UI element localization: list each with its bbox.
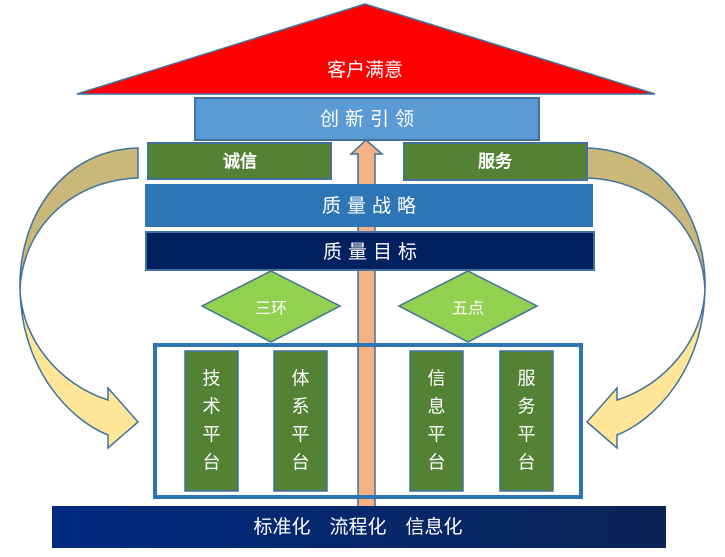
pillar-char: 台 [518,453,536,474]
innovation-label: 创 新 引 领 [320,108,414,130]
pillar-char: 平 [292,425,310,446]
pillar-char: 台 [428,453,446,474]
strategy-label: 质 量 战 略 [322,195,416,217]
goal-label: 质 量 目 标 [323,241,417,263]
pillar-char: 台 [203,453,221,474]
diamond-three-rings [200,270,342,343]
roof-label: 客户满意 [327,59,403,81]
platform-pillar [184,350,239,492]
left-cycle-arrow [19,147,140,450]
goal-bar [145,231,595,271]
foundation-bar [52,506,666,548]
pillar-char: 信 [428,369,446,390]
platform-pillar [499,350,554,492]
diamond-three-rings-label: 三环 [255,299,287,318]
pillar-char: 技 [203,369,221,390]
pillar-char: 体 [292,369,310,390]
value-box-integrity [147,142,332,180]
platform-frame [153,343,583,499]
diamond-five-points-label: 五点 [452,299,484,318]
value-box-service [403,142,588,181]
pillar-char: 平 [518,425,536,446]
right-cycle-arrow [585,147,706,450]
value-service-label: 服务 [478,151,513,172]
platform-pillar [409,350,464,492]
platform-pillar [273,350,328,492]
innovation-bar [194,97,540,141]
foundation-label: 标准化 流程化 信息化 [253,516,462,538]
pillar-char: 息 [428,397,446,418]
pillar-char: 术 [203,397,221,418]
strategy-bar [145,184,593,227]
pillar-char: 服 [518,369,536,390]
roof-triangle [76,3,656,95]
pillar-char: 平 [428,425,446,446]
pillar-char: 务 [518,397,536,418]
pillar-char: 平 [203,425,221,446]
value-integrity-label: 诚信 [223,151,257,172]
diamond-five-points [397,270,539,343]
pillar-char: 台 [292,453,310,474]
pillar-char: 系 [292,397,310,418]
